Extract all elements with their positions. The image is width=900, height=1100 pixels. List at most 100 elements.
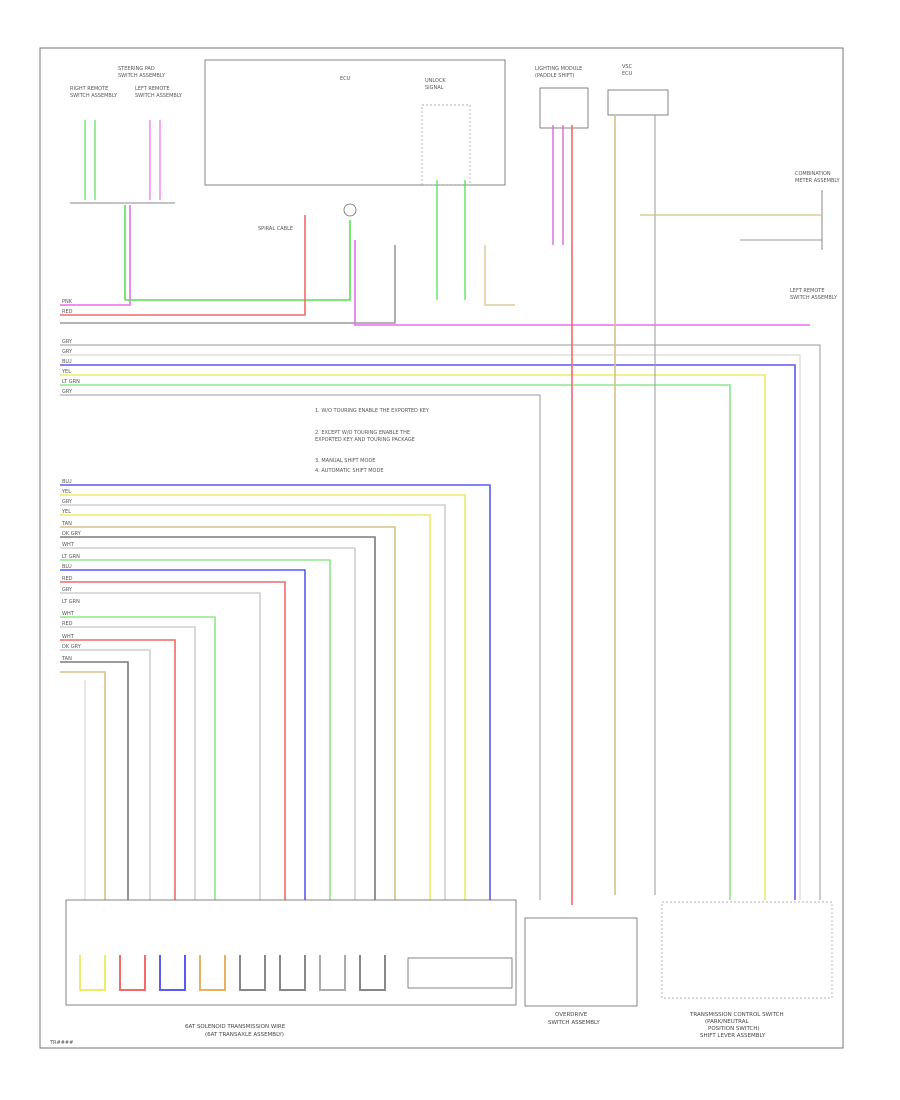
vsc-label-2: ECU <box>622 71 633 77</box>
wire-bottom-2 <box>60 494 466 900</box>
wire-green-steering <box>124 205 351 301</box>
note-3: 3. MANUAL SHIFT MODE <box>315 458 375 464</box>
wire-bottom-13 <box>60 626 196 900</box>
shift-lever-frame <box>661 901 833 999</box>
footer-code: TR#### <box>49 1040 73 1046</box>
bus-bottom-label-9: BLU <box>62 564 72 570</box>
note-2-cont: EXPORTED KEY AND TOURING PACKAGE <box>315 437 415 443</box>
wire-bottom-5 <box>60 526 396 900</box>
wire-bottom-1 <box>60 484 491 900</box>
bus-top-label-3: GRY <box>62 339 73 345</box>
solenoid-5 <box>239 955 266 991</box>
wire-bottom-14 <box>60 639 176 900</box>
wire-layer <box>60 115 822 905</box>
ecu-sub-block <box>421 104 471 186</box>
bus-top-label-8: GRY <box>62 389 73 395</box>
bus-top-label-7: LT GRN <box>62 379 80 385</box>
wire-bottom-10 <box>60 581 286 900</box>
wire-bottom-15 <box>60 649 151 900</box>
wire-bottom-8 <box>60 559 331 900</box>
solenoid-2 <box>119 955 146 991</box>
wire-blue-bus <box>60 364 796 900</box>
diagram-border <box>39 47 844 1049</box>
wire-green-right-remote <box>84 120 96 200</box>
wire-bottom-16 <box>60 661 129 900</box>
wire-bottom-17 <box>60 671 106 900</box>
shift-lever-label-2: (PARK/NEUTRAL <box>705 1019 749 1025</box>
overdrive-switch-frame <box>524 917 638 1007</box>
wire-gray-top <box>60 245 396 324</box>
bus-bottom-label-16: DK GRY <box>62 644 82 650</box>
wire-bottom-6 <box>60 536 376 900</box>
wire-bottom-12 <box>60 616 216 900</box>
steering-pad-switch: STEERING PAD SWITCH ASSEMBLY <box>118 66 166 79</box>
solenoid-1 <box>79 955 106 991</box>
at-solenoid-label-2: (6AT TRANSAXLE ASSEMBLY) <box>205 1032 284 1038</box>
bus-bottom-label-7: WHT <box>62 542 75 548</box>
solenoid-6 <box>279 955 306 991</box>
wire-magenta-lighting <box>552 125 564 245</box>
left-remote-switch-r-label-2: SWITCH ASSEMBLY <box>790 295 838 301</box>
wire-tan-ecu <box>484 245 515 306</box>
bus-bottom-label-8: LT GRN <box>62 554 80 560</box>
wire-bottom-7 <box>60 547 356 900</box>
at-solenoid-label: 6AT SOLENOID TRANSMISSION WIRE <box>185 1024 286 1030</box>
bus-bottom-label-14: RED <box>62 621 73 627</box>
unlock-signal-label-2: SIGNAL <box>425 85 444 91</box>
solenoid-4 <box>199 955 226 991</box>
wire-gray-bus-1 <box>60 344 821 900</box>
left-remote-switch-label-2: SWITCH ASSEMBLY <box>135 93 183 99</box>
lighting-module-label: LIGHTING MODULE <box>535 66 582 72</box>
overdrive-switch-label: OVERDRIVE <box>555 1012 588 1018</box>
ecu-label: ECU <box>340 76 351 82</box>
ecu-block <box>204 59 506 186</box>
left-remote-switch-label: LEFT REMOTE <box>135 86 169 92</box>
wire-bottom-4 <box>60 514 431 900</box>
shift-lever-label: TRANSMISSION CONTROL SWITCH <box>689 1012 784 1018</box>
wire-bottom-11 <box>60 592 261 900</box>
combination-meter-label-2: METER ASSEMBLY <box>795 178 841 184</box>
bus-bottom-label-1: BLU <box>62 479 72 485</box>
bus-bottom-label-15: WHT <box>62 634 75 640</box>
solenoid-3 <box>159 955 186 991</box>
at-solenoid-frame <box>65 899 517 1006</box>
wire-lightgreen-bus <box>60 384 731 900</box>
note-4: 4. AUTOMATIC SHIFT MODE <box>315 468 383 474</box>
bus-bottom-label-17: TAN <box>61 656 72 662</box>
bus-top-label-6: YEL <box>61 369 71 375</box>
bus-bottom-label-12: LT GRN <box>62 599 80 605</box>
bus-bottom-label-3: GRY <box>62 499 73 505</box>
wire-pink-steering <box>60 205 131 306</box>
bus-bottom-label-6: DK GRY <box>62 531 82 537</box>
bus-top-label-5: BLU <box>62 359 72 365</box>
shift-lever-label-4: SHIFT LEVER ASSEMBLY <box>700 1033 766 1039</box>
wire-pink-long <box>354 240 810 326</box>
lighting-module-label-2: (PADDLE SHIFT) <box>535 73 575 79</box>
solenoid-7 <box>319 955 346 991</box>
wire-bottom-3 <box>60 504 446 900</box>
unlock-signal-label: UNLOCK <box>425 78 446 84</box>
right-remote-switch-label-2: SWITCH ASSEMBLY <box>70 93 118 99</box>
spiral-cable-label: SPIRAL CABLE <box>258 226 293 232</box>
bus-top-label-1: PNK <box>62 299 73 305</box>
left-remote-switch: LEFT REMOTE SWITCH ASSEMBLY <box>135 86 183 99</box>
connector-block <box>407 957 513 989</box>
wire-gray-bus-2 <box>60 394 541 900</box>
note-1: 1. W/O TOURING ENABLE THE EXPORTED KEY <box>315 408 430 414</box>
note-2: 2. EXCEPT W/O TOURING ENABLE THE <box>315 430 410 436</box>
bus-bottom-label-13: WHT <box>62 611 75 617</box>
bus-bottom-label-2: YEL <box>61 489 71 495</box>
solenoid-row <box>79 955 386 991</box>
right-remote-switch: RIGHT REMOTE SWITCH ASSEMBLY <box>70 86 118 99</box>
wire-lightgray-bus <box>60 354 801 900</box>
wire-yellow-bus <box>60 374 766 900</box>
wire-pink-left-remote <box>149 120 161 200</box>
wire-green-ecu <box>436 180 466 300</box>
bus-bottom-label-10: RED <box>62 576 73 582</box>
bus-top-label-4: GRY <box>62 349 73 355</box>
left-remote-switch-r-label: LEFT REMOTE <box>790 288 824 294</box>
vsc-label: VSC <box>622 64 633 70</box>
bus-bottom-label-5: TAN <box>61 521 72 527</box>
